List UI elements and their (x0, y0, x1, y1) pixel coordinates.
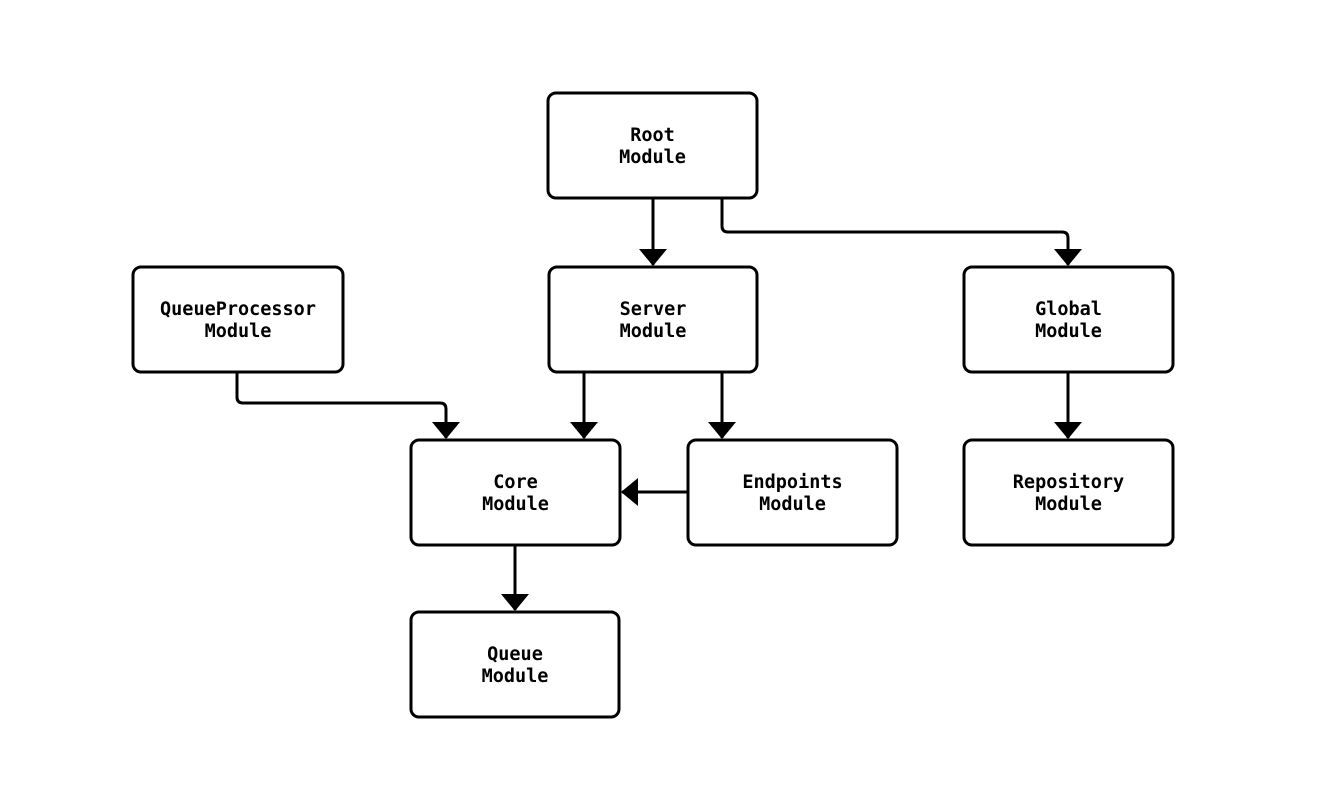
edge-root-module-to-global-module (720, 198, 1082, 266)
edges-layer (235, 198, 1082, 611)
edge-queueprocessor-module-to-core-module (235, 372, 460, 439)
node-queue-module-box (409, 610, 621, 719)
node-repository-module-box (962, 438, 1175, 547)
node-server-module-box (547, 265, 759, 374)
node-core-module-box (409, 438, 622, 547)
node-global-module-box (962, 265, 1175, 374)
node-root-module-box (546, 91, 759, 200)
node-endpoints-module-box (686, 438, 899, 547)
node-queueprocessor-module-box (131, 265, 345, 374)
